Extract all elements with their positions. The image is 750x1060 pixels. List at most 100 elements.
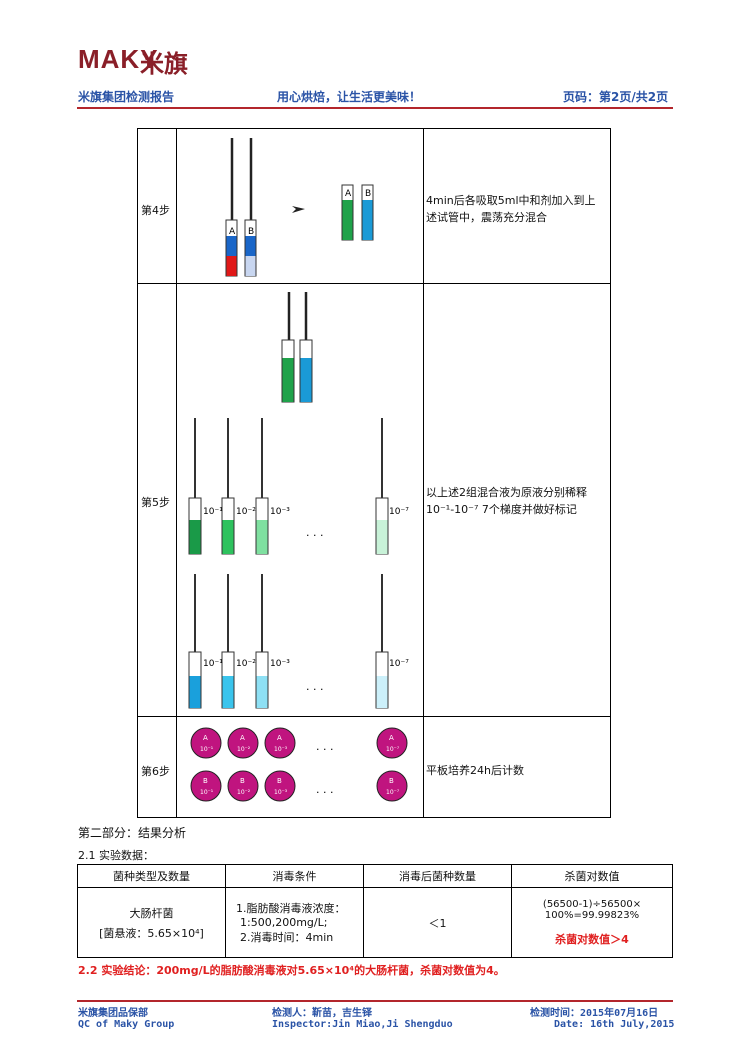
step6-desc: 平板培养24h后计数 bbox=[426, 764, 524, 777]
dilution-label: 10⁻¹ bbox=[203, 507, 223, 517]
header-left: 米旗集团检测报告 bbox=[78, 90, 175, 104]
log-result: 杀菌对数值＞4 bbox=[555, 932, 629, 946]
plate bbox=[190, 770, 222, 802]
step6-label: 第6步 bbox=[141, 765, 170, 778]
section-title: 第二部分：结果分析 bbox=[78, 826, 187, 840]
tube-liquid bbox=[226, 256, 237, 276]
plate-label: 10⁻⁷ bbox=[386, 746, 400, 753]
plate-label: 10⁻³ bbox=[274, 746, 288, 753]
ellipsis: . . . bbox=[316, 783, 333, 796]
tube-liquid bbox=[256, 676, 268, 708]
step5-desc-post: 7个梯度并做好标记 bbox=[481, 503, 577, 516]
dilution-label: 10⁻² bbox=[236, 659, 256, 669]
plate bbox=[376, 770, 408, 802]
plate-label: 10⁻¹ bbox=[200, 789, 214, 796]
plate-label: B bbox=[203, 777, 208, 785]
plate bbox=[264, 770, 296, 802]
step4-label: 第4步 bbox=[141, 204, 170, 217]
plate bbox=[227, 770, 259, 802]
footer-rule bbox=[77, 1000, 673, 1002]
table-header-row: 菌种类型及数量 消毒条件 消毒后菌种数量 杀菌对数值 bbox=[77, 864, 673, 888]
dilution-label: 10⁻³ bbox=[270, 659, 290, 669]
subsection-title: 2.1 实验数据： bbox=[78, 849, 154, 862]
plate bbox=[190, 727, 222, 759]
tube-liquid bbox=[189, 520, 201, 554]
after-count-cell: ＜1 bbox=[363, 887, 512, 958]
logo-latin: MAKY bbox=[78, 44, 159, 74]
log-cell: (56500-1)÷56500× 100%=99.99823% 杀菌对数值＞4 bbox=[511, 887, 673, 958]
footer-inspector-en: Inspector:Jin Miao,Ji Shengduo bbox=[272, 1019, 453, 1030]
col-header: 消毒条件 bbox=[225, 864, 364, 888]
col-header: 杀菌对数值 bbox=[511, 864, 673, 888]
condition-line: 1:500,200mg/L; bbox=[240, 916, 328, 929]
plate-label: 10⁻³ bbox=[274, 789, 288, 796]
data-table: 菌种类型及数量 消毒条件 消毒后菌种数量 杀菌对数值 大肠杆菌 [菌悬液：5.6… bbox=[77, 864, 673, 958]
tube-liquid bbox=[362, 200, 373, 240]
dilution-label: 10⁻² bbox=[236, 507, 256, 517]
plate-label: B bbox=[389, 777, 394, 785]
plate-label: 10⁻¹ bbox=[200, 746, 214, 753]
step5-desc-range: 10⁻¹-10⁻⁷ bbox=[426, 503, 479, 516]
step4-desc: 4min后各吸取5ml中和剂加入到上述试管中，震荡充分混合 bbox=[426, 194, 596, 224]
tube-liquid bbox=[245, 236, 256, 256]
footer-inspector-cn: 检测人：靳苗，吉生铎 bbox=[272, 1008, 372, 1019]
species-cell: 大肠杆菌 [菌悬液：5.65×10⁴] bbox=[77, 887, 226, 958]
tube-liquid bbox=[300, 358, 312, 402]
species-name: 大肠杆菌 bbox=[129, 906, 174, 920]
calc-line: (56500-1)÷56500× bbox=[542, 898, 642, 910]
plate-label: A bbox=[277, 734, 282, 742]
header-rule bbox=[77, 107, 673, 109]
tube-liquid bbox=[189, 676, 201, 708]
plate-label: 10⁻⁷ bbox=[386, 789, 400, 796]
step4-figure: A B A B bbox=[225, 138, 374, 277]
header-center: 用心烘焙，让生活更美味！ bbox=[277, 90, 422, 104]
tube-label: B bbox=[365, 189, 371, 199]
plate-label: 10⁻² bbox=[237, 789, 251, 796]
tube-liquid bbox=[376, 676, 388, 708]
footer-date-cn: 检测时间：2015年07月16日 bbox=[530, 1008, 659, 1019]
step5-desc: 以上述2组混合液为原液分别稀释 10⁻¹-10⁻⁷ 7个梯度并做好标记 bbox=[426, 484, 608, 518]
footer-dept-en: QC of Maky Group bbox=[78, 1019, 175, 1030]
step5-mix-figure bbox=[281, 292, 313, 403]
col-header: 菌种类型及数量 bbox=[77, 864, 226, 888]
plate bbox=[264, 727, 296, 759]
plate bbox=[376, 727, 408, 759]
step5-blue-row: 10⁻¹ 10⁻² 10⁻³ 10⁻⁷ . . . bbox=[188, 574, 409, 709]
dilution-label: 10⁻⁷ bbox=[389, 659, 409, 669]
step5-desc-pre: 以上述2组混合液为原液分别稀释 bbox=[426, 486, 587, 499]
step6-plates: A 10⁻¹ A 10⁻² A 10⁻³ A 10⁻⁷ . . . B 10⁻¹… bbox=[190, 727, 408, 802]
calc-line: 100%=99.99823% bbox=[544, 909, 640, 921]
conclusion: 2.2 实验结论：200mg/L的脂肪酸消毒液对5.65×10⁴的大肠杆菌，杀菌… bbox=[78, 964, 505, 977]
tube-liquid bbox=[222, 676, 234, 708]
plate-label: B bbox=[240, 777, 245, 785]
dilution-label: 10⁻¹ bbox=[203, 659, 223, 669]
plate-label: A bbox=[203, 734, 208, 742]
tube-liquid bbox=[376, 520, 388, 554]
step5-label: 第5步 bbox=[141, 496, 170, 509]
ellipsis: . . . bbox=[306, 526, 323, 539]
tube-liquid bbox=[342, 200, 353, 240]
header-page: 页码：第2页/共2页 bbox=[563, 90, 669, 104]
tube-liquid bbox=[282, 358, 294, 402]
ellipsis: . . . bbox=[316, 740, 333, 753]
condition-line: 2.消毒时间：4min bbox=[240, 931, 334, 944]
step5-green-row: 10⁻¹ 10⁻² 10⁻³ 10⁻⁷ . . . bbox=[188, 418, 409, 555]
plate bbox=[227, 727, 259, 759]
plate-label: B bbox=[277, 777, 282, 785]
dilution-label: 10⁻⁷ bbox=[389, 507, 409, 517]
ellipsis: . . . bbox=[306, 680, 323, 693]
table-row: 大肠杆菌 [菌悬液：5.65×10⁴] 1.脂肪酸消毒液浓度： 1:500,20… bbox=[77, 887, 673, 958]
condition-line: 1.脂肪酸消毒液浓度： bbox=[236, 902, 346, 915]
footer-date-en: Date: 16th July,2015 bbox=[554, 1019, 675, 1030]
arrow-icon bbox=[292, 206, 305, 213]
footer-dept-cn: 米旗集团品保部 bbox=[78, 1008, 148, 1019]
dilution-label: 10⁻³ bbox=[270, 507, 290, 517]
plate-label: A bbox=[240, 734, 245, 742]
procedure-table bbox=[137, 128, 611, 818]
tube-label: B bbox=[248, 227, 254, 237]
tube-liquid bbox=[245, 256, 256, 276]
condition-cell: 1.脂肪酸消毒液浓度： 1:500,200mg/L; 2.消毒时间：4min bbox=[225, 887, 364, 958]
tube-label: A bbox=[345, 189, 352, 199]
tube-liquid bbox=[222, 520, 234, 554]
